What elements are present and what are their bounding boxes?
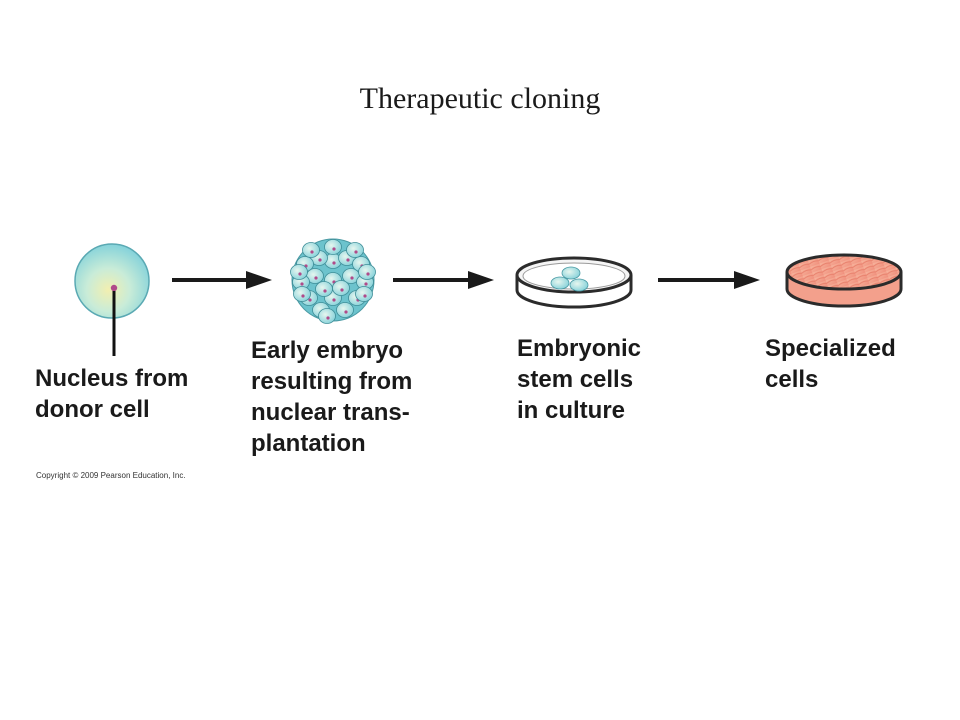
petri-dish-stem-cells-icon (515, 256, 633, 309)
embryo-cell-nucleus (318, 258, 322, 262)
embryo-cell (315, 281, 333, 297)
label-line: resulting from (251, 368, 413, 395)
embryo-cell-nucleus (363, 294, 367, 298)
embryo-cell-nucleus (326, 316, 330, 320)
embryo-cell (324, 239, 342, 255)
embryo-cell (355, 286, 373, 302)
arrow-right-icon (658, 271, 760, 289)
embryo-cell-nucleus (354, 250, 358, 254)
label-line: Nucleus from (35, 365, 189, 392)
label-line: Specialized (765, 335, 896, 362)
embryo-cell-nucleus (332, 298, 336, 302)
embryo-cell-nucleus (323, 289, 327, 293)
embryo-cell-nucleus (298, 272, 302, 276)
petri-dish-specialized-cells-icon (785, 253, 903, 308)
embryo-cell (346, 242, 364, 258)
embryo-cell (336, 302, 354, 318)
label-early-embryo: Early embryo resulting from nuclear tran… (251, 335, 412, 459)
early-embryo-icon (290, 238, 376, 324)
embryo-cell-nucleus (332, 261, 336, 265)
label-line: plantation (251, 430, 366, 457)
label-line: nuclear trans- (251, 399, 410, 426)
embryo-cell-nucleus (364, 282, 368, 286)
embryo-cell-nucleus (340, 288, 344, 292)
label-line: stem cells (517, 366, 634, 393)
arrow-right-icon (393, 271, 494, 289)
embryo-cell-nucleus (332, 247, 336, 251)
label-embryonic-stem-cells: Embryonic stem cells in culture (517, 333, 641, 426)
label-line: Early embryo (251, 337, 404, 364)
embryo-cell-nucleus (350, 276, 354, 280)
embryo-cell-nucleus (300, 282, 304, 286)
label-line: donor cell (35, 396, 150, 423)
copyright-notice: Copyright © 2009 Pearson Education, Inc. (36, 471, 186, 480)
page-title: Therapeutic cloning (359, 82, 601, 115)
label-specialized-cells: Specialized cells (765, 333, 896, 395)
embryo-cell-nucleus (310, 250, 314, 254)
label-line: cells (765, 366, 819, 393)
embryo-cell (290, 264, 308, 280)
label-line: Embryonic (517, 335, 642, 362)
embryo-cell (318, 308, 336, 324)
embryo-cell (293, 286, 311, 302)
embryo-cell-nucleus (346, 258, 350, 262)
label-nucleus-from-donor-cell: Nucleus from donor cell (35, 363, 188, 425)
donor-cell-icon (74, 243, 150, 356)
embryo-cell (332, 280, 350, 296)
embryo-cell-nucleus (314, 276, 318, 280)
embryo-cell-nucleus (344, 310, 348, 314)
nucleus-dot (110, 284, 118, 292)
embryo-cell (302, 242, 320, 258)
embryo-cell-nucleus (366, 272, 370, 276)
embryo-cell-nucleus (301, 294, 305, 298)
embryo-cell-nucleus (308, 298, 312, 302)
label-line: in culture (517, 397, 626, 424)
embryo-cell (358, 264, 376, 280)
arrow-right-icon (172, 271, 272, 289)
